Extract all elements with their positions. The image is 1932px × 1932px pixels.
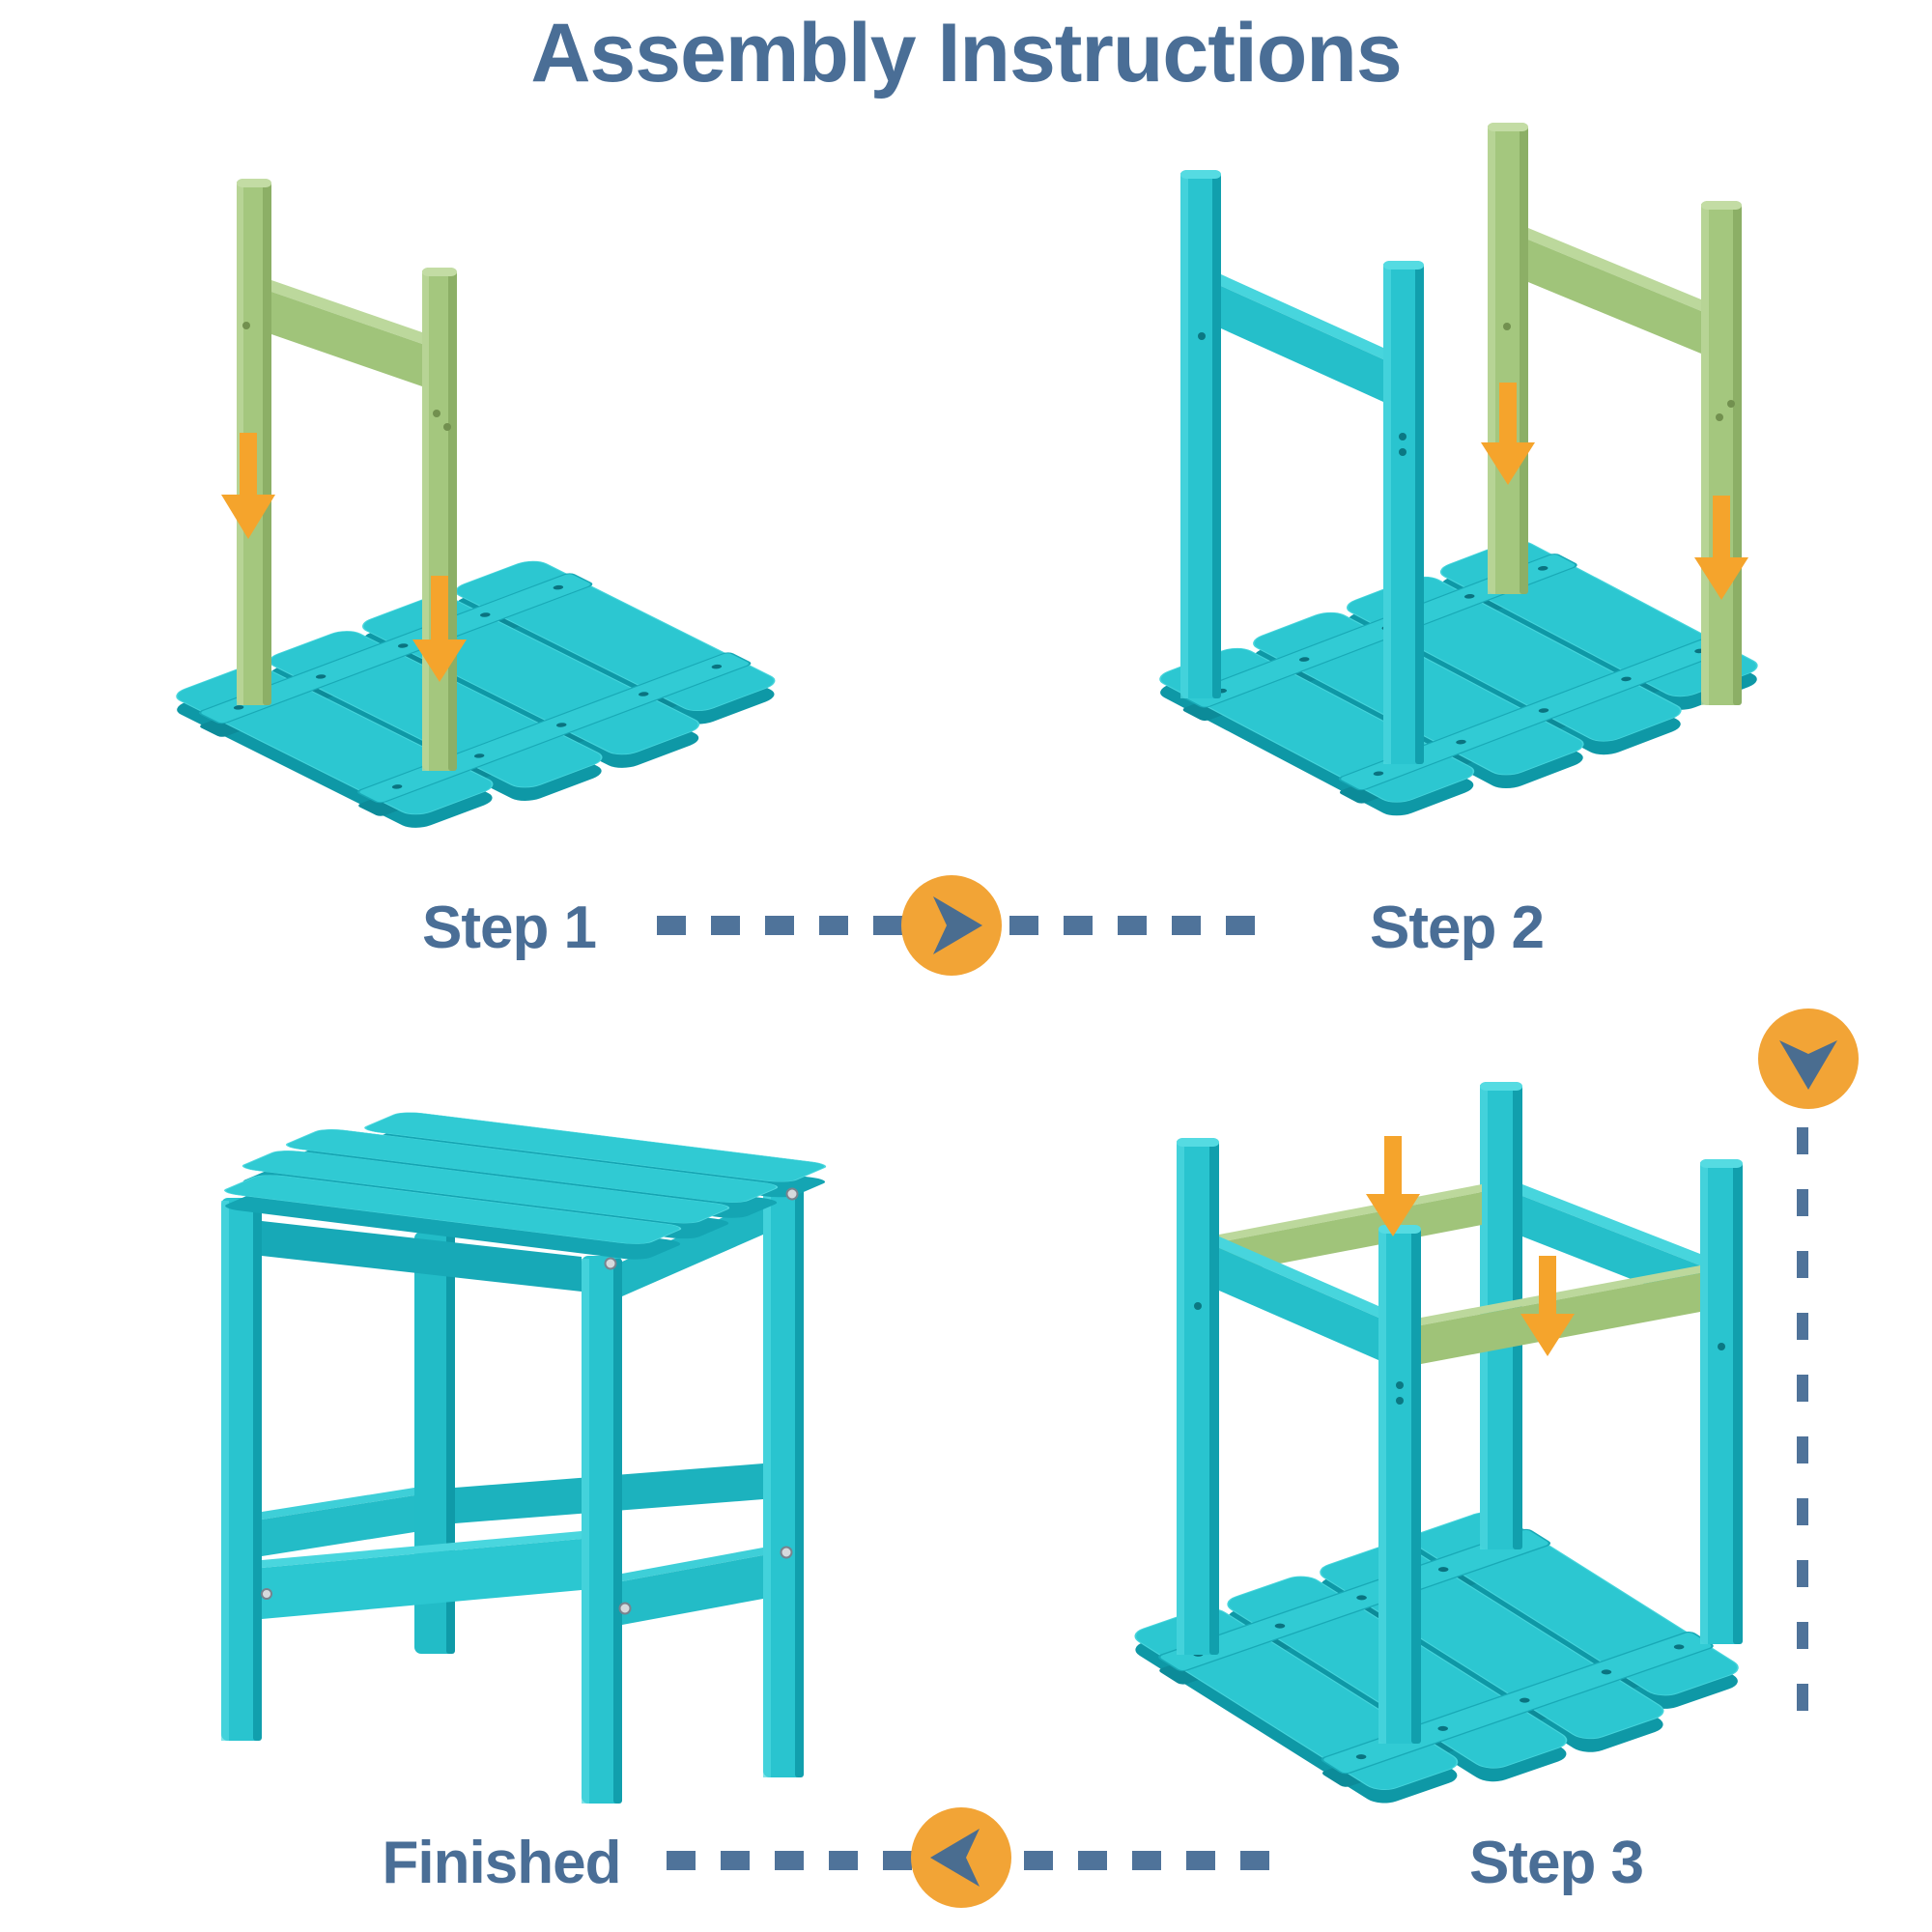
finished-table-illustration xyxy=(221,1112,827,1804)
screw-holes xyxy=(242,322,451,431)
left-arrow-icon xyxy=(930,1829,980,1887)
orange-down-arrow-icon xyxy=(1366,1136,1420,1236)
table-leg xyxy=(1177,1138,1219,1655)
step1-illustration xyxy=(176,179,776,828)
stretcher-rail xyxy=(622,1548,763,1625)
step3-illustration xyxy=(1134,1082,1743,1804)
mounting-batten xyxy=(1181,554,1734,791)
stretcher-rail xyxy=(262,1531,582,1619)
screw-holes xyxy=(1503,323,1735,421)
side-rail xyxy=(1221,274,1383,402)
table-leg xyxy=(1180,170,1221,698)
turquoise-leg-frame xyxy=(1180,170,1424,764)
flow-step-badge xyxy=(911,1807,1011,1908)
table-leg xyxy=(1700,1159,1743,1644)
table-leg xyxy=(763,1180,804,1777)
side-rail xyxy=(1219,1236,1378,1360)
step2-illustration xyxy=(1159,123,1758,816)
dashed-connector xyxy=(657,916,902,935)
table-leg xyxy=(1378,1225,1421,1744)
flow-step-badge xyxy=(901,875,1002,976)
dashed-connector xyxy=(667,1851,912,1870)
right-arrow-icon xyxy=(933,896,982,954)
table-leg xyxy=(582,1256,622,1804)
step3-label: Step 3 xyxy=(1468,1830,1644,1896)
tabletop-underside xyxy=(1134,1512,1739,1804)
dashed-connector xyxy=(1009,916,1255,935)
table-leg xyxy=(1488,123,1528,594)
table-leg xyxy=(422,268,457,771)
dashed-connector xyxy=(1024,1851,1269,1870)
side-rail xyxy=(1528,228,1701,354)
screw-silver xyxy=(261,1187,799,1615)
green-leg-frame xyxy=(1488,123,1742,705)
down-arrow-icon xyxy=(1779,1040,1837,1090)
dashed-connector-vertical xyxy=(1797,1127,1808,1736)
tabletop-underside xyxy=(1159,540,1758,816)
orange-down-arrow-icon xyxy=(412,576,467,682)
orange-down-arrow-icon xyxy=(1694,496,1748,600)
table-leg xyxy=(221,1198,262,1741)
side-rail xyxy=(271,280,422,386)
screw-dots xyxy=(1198,332,1406,456)
orange-down-arrow-icon xyxy=(1481,383,1535,485)
apron-rail xyxy=(262,1221,582,1292)
step1-label: Step 1 xyxy=(421,895,597,961)
stretcher-rail xyxy=(262,1488,414,1556)
flow-step-badge xyxy=(1758,1009,1859,1109)
tabletop xyxy=(224,1112,827,1260)
orange-down-arrow-icon xyxy=(1520,1256,1575,1356)
screw-dots xyxy=(1194,1302,1725,1405)
orange-down-arrow-icon xyxy=(221,433,275,539)
step2-label: Step 2 xyxy=(1369,895,1545,961)
screw-dots xyxy=(233,584,723,789)
table-leg xyxy=(1383,261,1424,764)
finished-label: Finished xyxy=(382,1830,622,1896)
table-leg xyxy=(1701,201,1742,705)
page-title: Assembly Instructions xyxy=(530,7,1402,99)
